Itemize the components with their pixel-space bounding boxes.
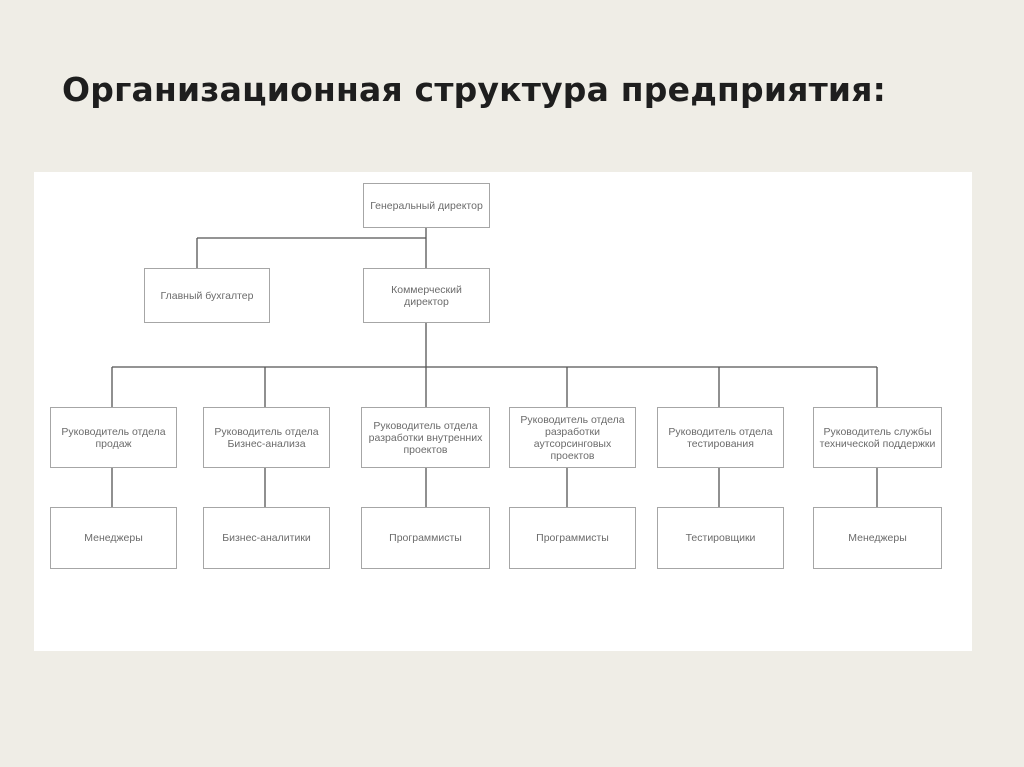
node-label: Руководитель отдела разработки аутсорсин… <box>520 413 625 462</box>
node-label: Программисты <box>389 532 462 544</box>
node-head-business-analysis: Руководитель отдела Бизнес-анализа <box>203 407 330 468</box>
node-commercial-director: Коммерческий директор <box>363 268 490 323</box>
org-chart-panel: Генеральный директор Главный бухгалтер К… <box>34 172 972 651</box>
node-head-sales: Руководитель отдела продаж <box>50 407 177 468</box>
node-programmers-internal: Программисты <box>361 507 490 569</box>
node-label: Главный бухгалтер <box>160 289 254 302</box>
node-ceo: Генеральный директор <box>363 183 490 228</box>
node-business-analysts: Бизнес-аналитики <box>203 507 330 569</box>
node-head-internal-dev: Руководитель отдела разработки внутренни… <box>361 407 490 468</box>
node-head-support: Руководитель службы технической поддержк… <box>813 407 942 468</box>
node-label: Коммерческий директор <box>391 283 462 308</box>
node-programmers-outsourcing: Программисты <box>509 507 636 569</box>
node-chief-accountant: Главный бухгалтер <box>144 268 270 323</box>
node-label: Менеджеры <box>848 532 907 544</box>
slide-title: Организационная структура предприятия: <box>62 70 887 109</box>
node-managers-support: Менеджеры <box>813 507 942 569</box>
node-label: Руководитель отдела тестирования <box>668 425 773 450</box>
node-label: Менеджеры <box>84 532 143 544</box>
node-testers: Тестировщики <box>657 507 784 569</box>
node-head-testing: Руководитель отдела тестирования <box>657 407 784 468</box>
node-managers-sales: Менеджеры <box>50 507 177 569</box>
node-head-outsourcing-dev: Руководитель отдела разработки аутсорсин… <box>509 407 636 468</box>
node-label: Руководитель отдела продаж <box>61 425 166 450</box>
org-chart-connectors <box>111 228 878 507</box>
node-label: Руководитель отдела разработки внутренни… <box>368 419 483 456</box>
node-label: Программисты <box>536 532 609 544</box>
node-label: Руководитель службы технической поддержк… <box>819 425 936 450</box>
node-label: Тестировщики <box>685 532 756 544</box>
node-label: Бизнес-аналитики <box>222 532 311 544</box>
node-label: Генеральный директор <box>370 199 483 212</box>
node-label: Руководитель отдела Бизнес-анализа <box>214 425 319 450</box>
